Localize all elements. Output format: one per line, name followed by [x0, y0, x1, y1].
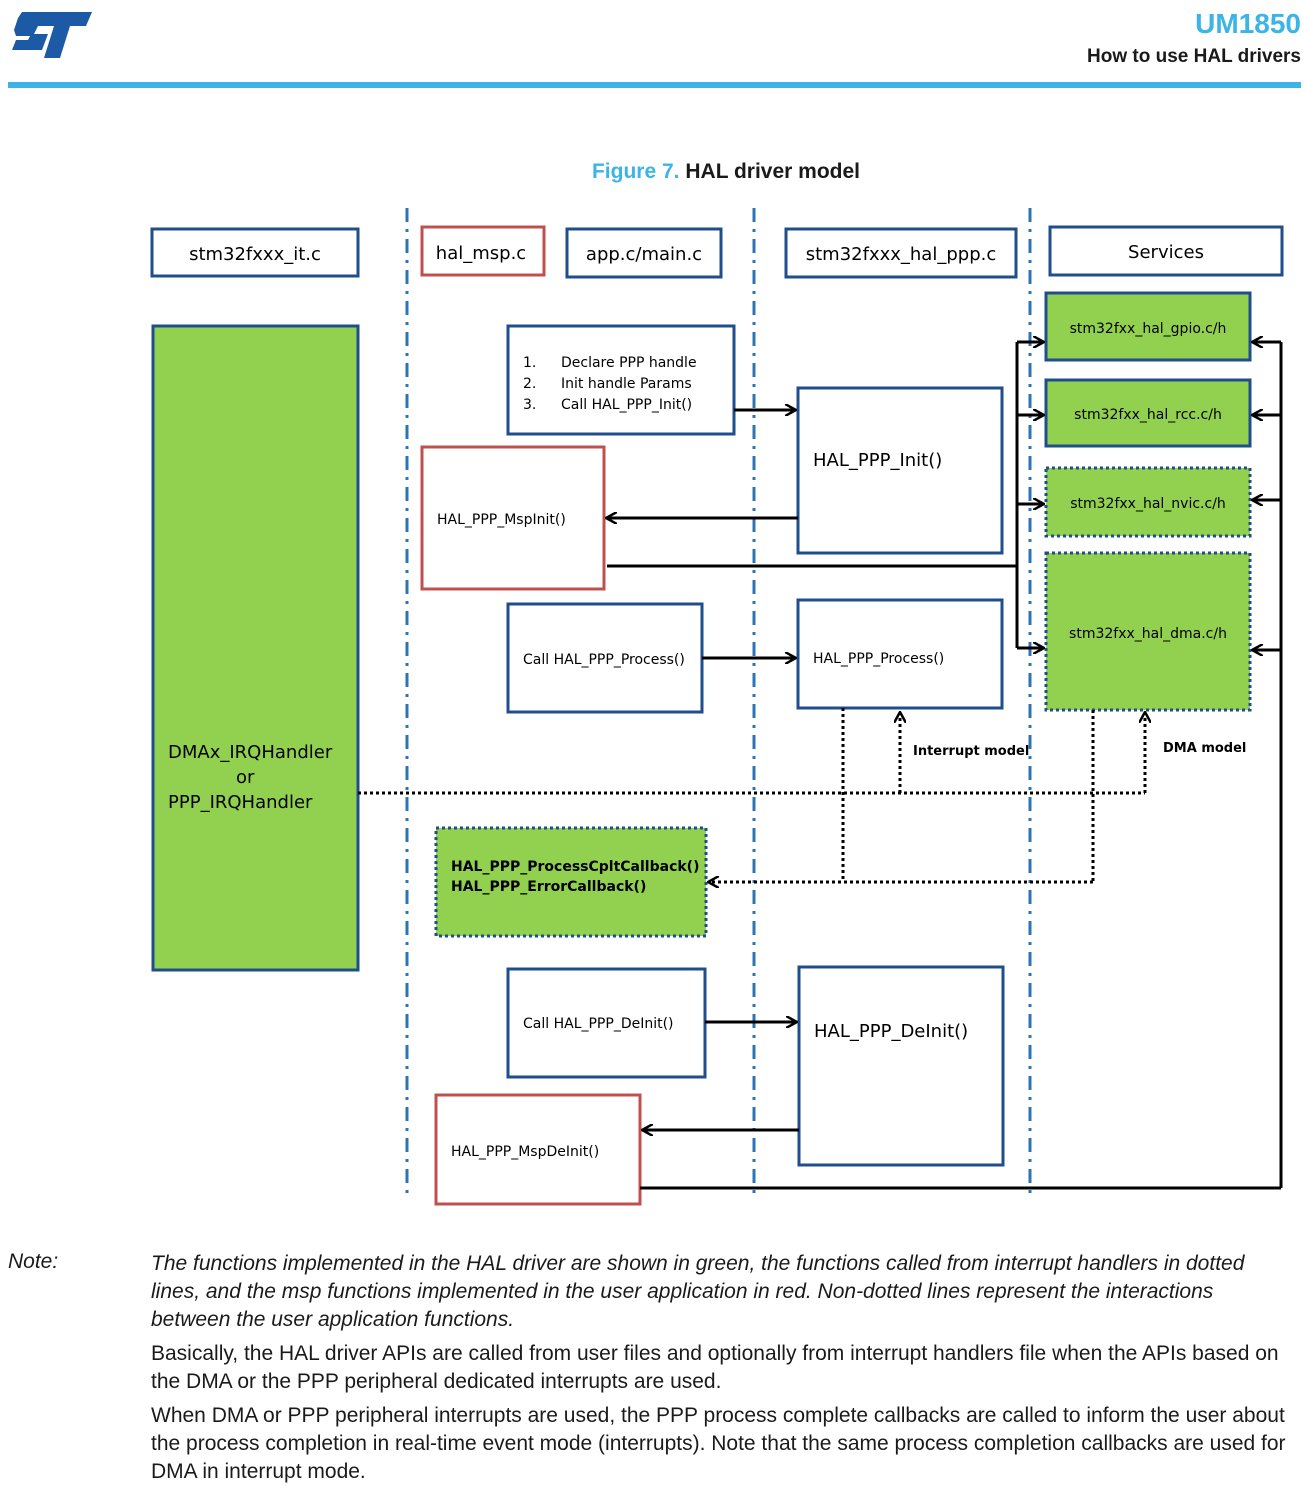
- svg-text:Call HAL_PPP_Process(): Call HAL_PPP_Process(): [523, 652, 685, 668]
- figure-number: Figure 7.: [591, 160, 680, 183]
- svg-text:Call HAL_PPP_DeInit(): Call HAL_PPP_DeInit(): [523, 1016, 674, 1032]
- svg-text:2.: 2.: [523, 376, 536, 392]
- hal-ppp-process-box: HAL_PPP_Process(): [796, 598, 1004, 710]
- hal-ppp-mspdeinit-box: HAL_PPP_MspDeInit(): [434, 1093, 642, 1206]
- service-rcc-box: stm32fxx_hal_rcc.c/h: [1044, 378, 1252, 448]
- column-header-services: Services: [1048, 225, 1284, 277]
- service-nvic-box: stm32fxx_hal_nvic.c/h: [1044, 466, 1252, 538]
- note-label: Note:: [8, 1250, 59, 1273]
- svg-text:or: or: [236, 767, 255, 788]
- svg-text:HAL_PPP_Process(): HAL_PPP_Process(): [813, 651, 944, 667]
- column-header-ppp: stm32fxxx_hal_ppp.c: [784, 227, 1018, 279]
- note-paragraph-1: The functions implemented in the HAL dri…: [151, 1252, 1245, 1331]
- svg-text:stm32fxx_hal_dma.c/h: stm32fxx_hal_dma.c/h: [1069, 626, 1227, 642]
- column-dividers: [405, 208, 1032, 1198]
- svg-text:DMAx_IRQHandler: DMAx_IRQHandler: [168, 742, 333, 763]
- section-title: How to use HAL drivers: [1087, 46, 1301, 67]
- figure-caption: Figure 7. HAL driver model: [0, 160, 1307, 184]
- note-paragraph-3: When DMA or PPP peripheral interrupts ar…: [151, 1404, 1286, 1483]
- service-gpio-box: stm32fxx_hal_gpio.c/h: [1044, 291, 1252, 362]
- svg-text:1.: 1.: [523, 355, 536, 371]
- svg-text:Services: Services: [1128, 242, 1204, 263]
- svg-text:PPP_IRQHandler: PPP_IRQHandler: [168, 792, 313, 813]
- call-process-box: Call HAL_PPP_Process(): [506, 602, 704, 714]
- dma-model-label: DMA model: [1163, 741, 1246, 756]
- svg-text:Declare PPP handle: Declare PPP handle: [561, 355, 697, 371]
- hal-ppp-mspinit-box: HAL_PPP_MspInit(): [420, 445, 606, 591]
- hal-ppp-deinit-box: HAL_PPP_DeInit(): [797, 965, 1005, 1167]
- call-deinit-box: Call HAL_PPP_DeInit(): [506, 967, 707, 1079]
- document-id: UM1850: [1195, 8, 1301, 39]
- svg-text:HAL_PPP_MspInit(): HAL_PPP_MspInit(): [437, 512, 566, 528]
- dotted-arrows: [358, 708, 1145, 882]
- callbacks-box: HAL_PPP_ProcessCpltCallback() HAL_PPP_Er…: [434, 826, 708, 938]
- figure-title: HAL driver model: [685, 160, 861, 183]
- interrupt-model-label: Interrupt model: [913, 744, 1029, 759]
- header-rule: [8, 82, 1301, 88]
- svg-text:Init handle Params: Init handle Params: [561, 376, 692, 392]
- svg-text:Call HAL_PPP_Init(): Call HAL_PPP_Init(): [561, 397, 692, 413]
- svg-text:HAL_PPP_MspDeInit(): HAL_PPP_MspDeInit(): [451, 1144, 599, 1160]
- svg-text:stm32fxxx_hal_ppp.c: stm32fxxx_hal_ppp.c: [806, 244, 997, 265]
- svg-text:stm32fxx_hal_nvic.c/h: stm32fxx_hal_nvic.c/h: [1070, 496, 1226, 512]
- column-header-it: stm32fxxx_it.c: [150, 227, 360, 278]
- svg-text:HAL_PPP_ErrorCallback(): HAL_PPP_ErrorCallback(): [451, 879, 646, 895]
- svg-text:HAL_PPP_ProcessCpltCallback(): HAL_PPP_ProcessCpltCallback(): [451, 859, 699, 875]
- column-header-app: app.c/main.c: [565, 227, 723, 279]
- app-init-steps-box: 1. Declare PPP handle 2. Init handle Par…: [506, 324, 736, 436]
- svg-text:HAL_PPP_Init(): HAL_PPP_Init(): [813, 450, 942, 471]
- service-dma-box: stm32fxx_hal_dma.c/h: [1044, 551, 1252, 712]
- svg-text:hal_msp.c: hal_msp.c: [436, 243, 526, 264]
- hal-ppp-init-box: HAL_PPP_Init(): [796, 386, 1004, 555]
- note-paragraph-2: Basically, the HAL driver APIs are calle…: [151, 1342, 1279, 1393]
- svg-text:HAL_PPP_DeInit(): HAL_PPP_DeInit(): [814, 1021, 968, 1042]
- solid-arrows: [607, 342, 1283, 1190]
- svg-text:stm32fxx_hal_rcc.c/h: stm32fxx_hal_rcc.c/h: [1074, 407, 1222, 423]
- st-logo: [12, 12, 92, 58]
- column-header-msp: hal_msp.c: [420, 225, 546, 277]
- svg-text:stm32fxx_hal_gpio.c/h: stm32fxx_hal_gpio.c/h: [1070, 321, 1227, 337]
- svg-text:app.c/main.c: app.c/main.c: [586, 244, 702, 265]
- irq-handler-box: DMAx_IRQHandler or PPP_IRQHandler: [151, 324, 360, 972]
- svg-text:3.: 3.: [523, 397, 536, 413]
- hal-driver-model-diagram: stm32fxxx_it.c hal_msp.c app.c/main.c st…: [150, 208, 1284, 1206]
- svg-text:stm32fxxx_it.c: stm32fxxx_it.c: [189, 244, 321, 265]
